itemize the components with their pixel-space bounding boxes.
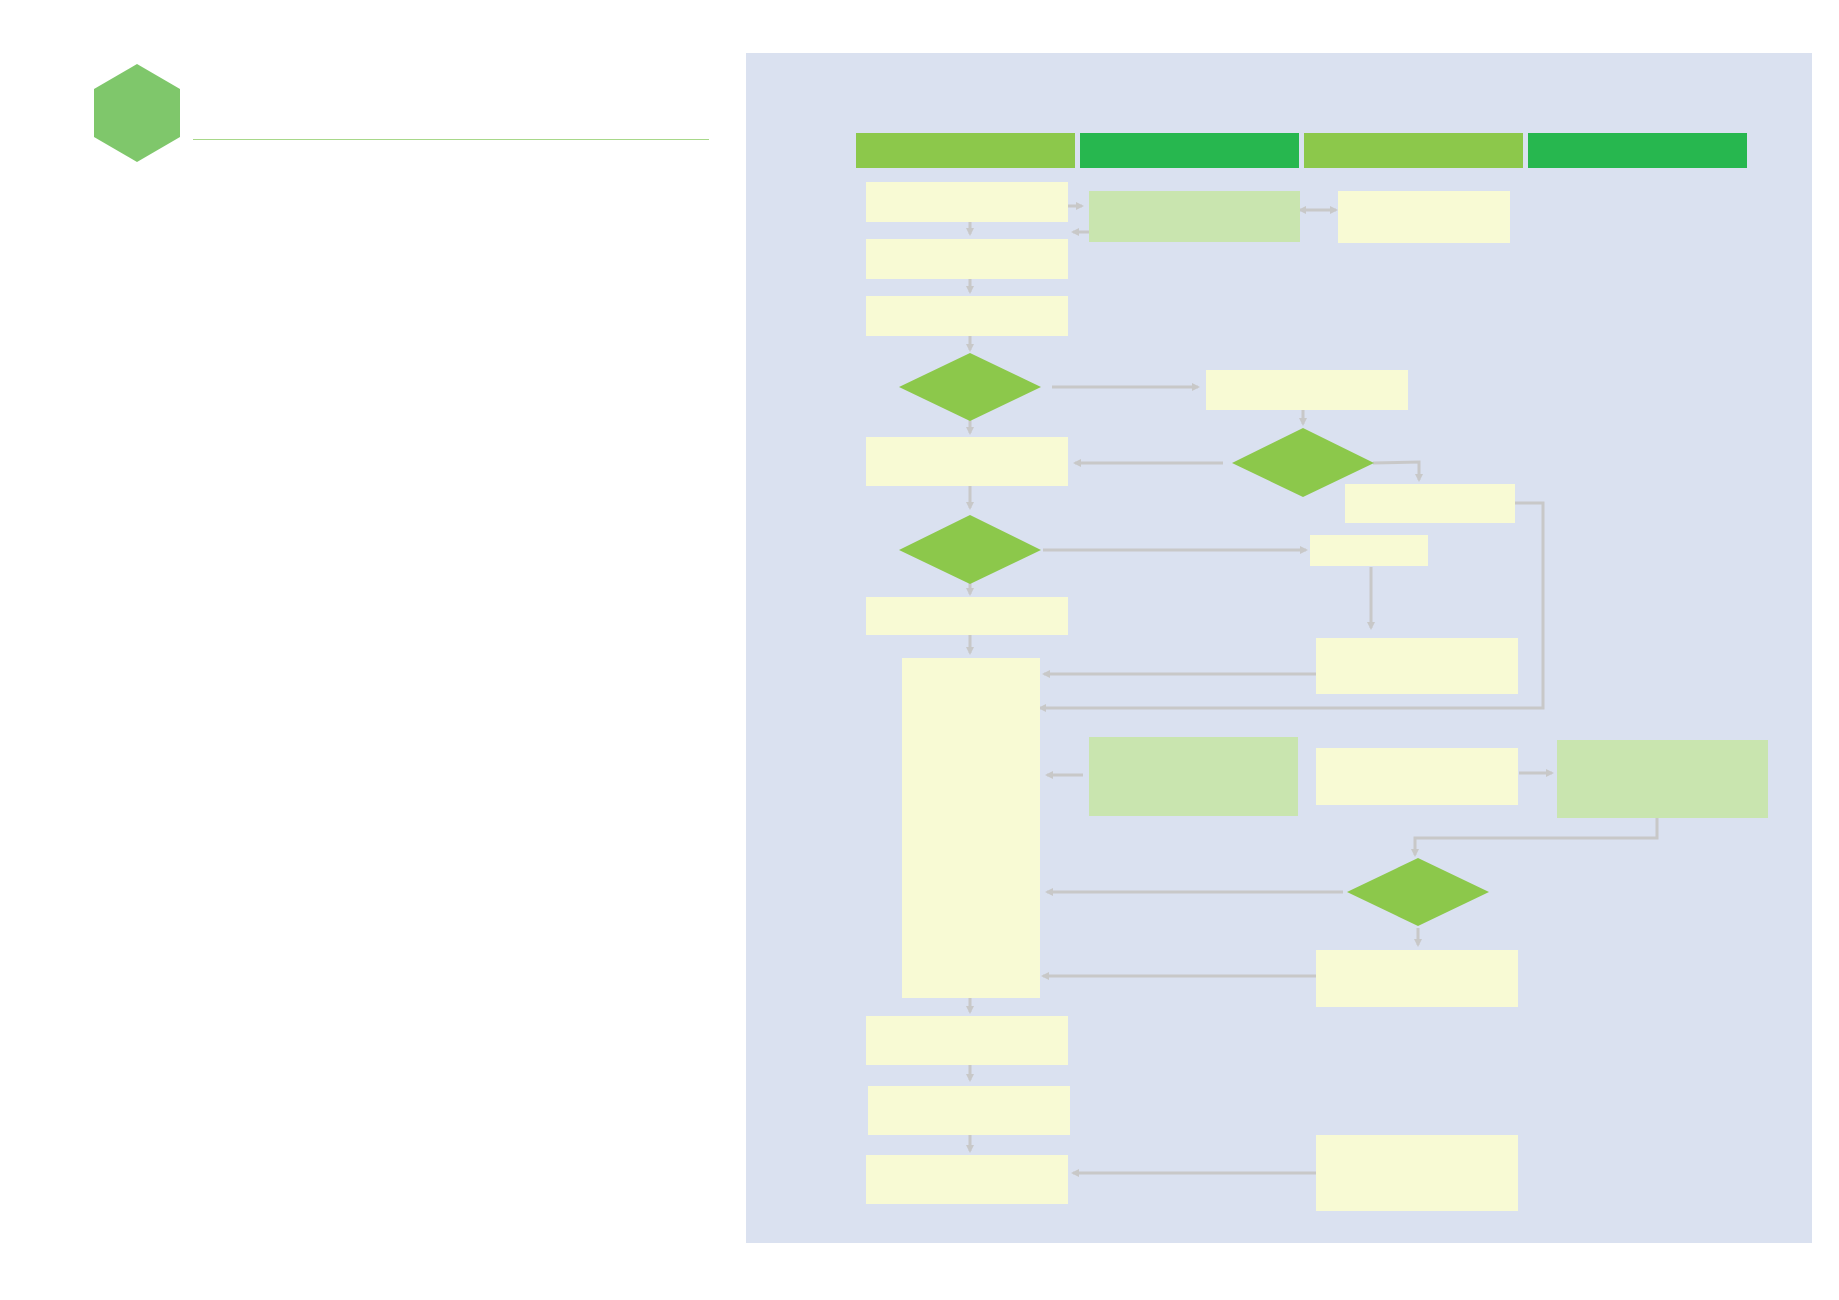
process-step-8 bbox=[866, 1155, 1068, 1204]
process-step-4 bbox=[866, 437, 1068, 486]
side-step-6 bbox=[1316, 950, 1518, 1007]
side-step-5 bbox=[1316, 748, 1518, 805]
lane-header-1 bbox=[856, 133, 1075, 168]
decision-diamond-3 bbox=[1232, 428, 1374, 497]
side-step-7 bbox=[1316, 1135, 1518, 1211]
process-step-1 bbox=[866, 182, 1068, 222]
decision-2-label bbox=[920, 538, 1020, 562]
decision-1-label bbox=[920, 375, 1020, 399]
lane-header-4 bbox=[1528, 133, 1747, 168]
merge-block bbox=[902, 658, 1040, 998]
decision-diamond-1 bbox=[899, 353, 1041, 421]
lane2-block-2 bbox=[1089, 737, 1298, 816]
decision-3-label bbox=[1253, 451, 1353, 475]
process-step-2 bbox=[866, 239, 1068, 279]
process-step-5 bbox=[866, 597, 1068, 635]
lane4-block-1 bbox=[1557, 740, 1768, 818]
title-divider bbox=[193, 139, 709, 140]
lane2-block-1 bbox=[1089, 191, 1300, 242]
process-step-6 bbox=[866, 1016, 1068, 1065]
decision-diamond-2 bbox=[899, 515, 1041, 584]
lane-header-2 bbox=[1080, 133, 1299, 168]
side-step-4 bbox=[1316, 638, 1518, 694]
side-step-3 bbox=[1310, 535, 1428, 566]
decision-diamond-4 bbox=[1347, 858, 1489, 926]
process-step-7 bbox=[868, 1086, 1070, 1135]
process-step-3 bbox=[866, 296, 1068, 336]
lane3-block-1 bbox=[1338, 191, 1510, 243]
side-step-1 bbox=[1206, 370, 1408, 410]
hexagon-icon bbox=[94, 64, 180, 162]
lane-header-3 bbox=[1304, 133, 1523, 168]
side-step-2 bbox=[1345, 484, 1515, 523]
decision-4-label bbox=[1368, 880, 1468, 904]
